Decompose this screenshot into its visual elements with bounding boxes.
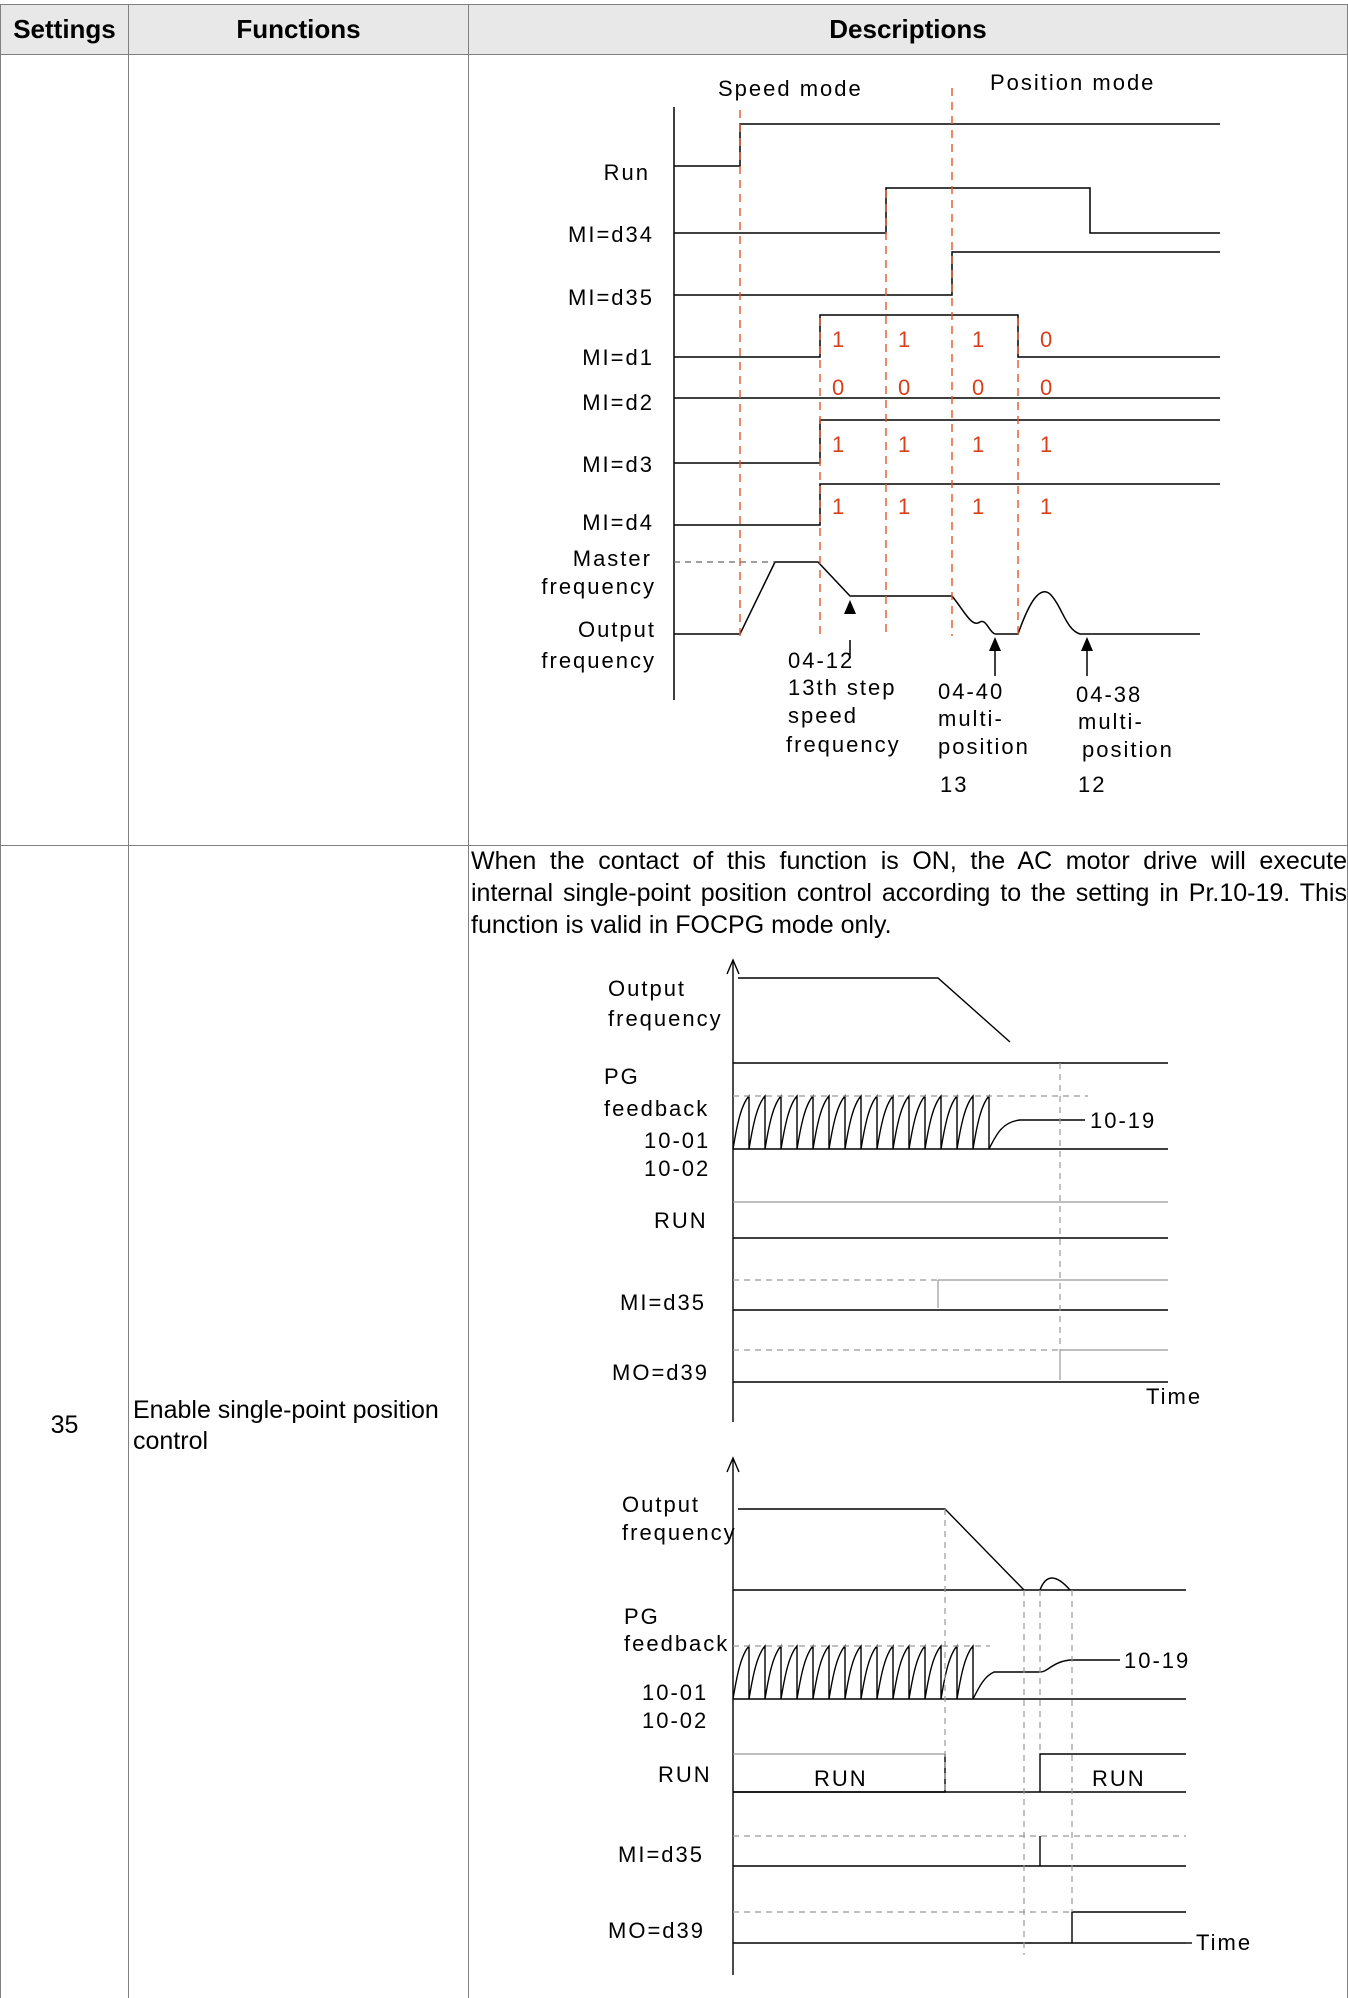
d2-pg-label-4: 10-02 <box>644 1156 710 1181</box>
ann-04-40-line3: position <box>938 734 1030 759</box>
output-frequency-label-1: Output <box>578 617 656 642</box>
bit-d2-2: 0 <box>898 375 910 400</box>
d3-mo-label: MO=d39 <box>608 1918 705 1943</box>
bit-d3-4: 1 <box>1040 432 1052 457</box>
d3-run-pulse-b: RUN <box>1092 1766 1146 1791</box>
d3-output-label-1: Output <box>622 1492 700 1517</box>
d2-pg-label-2: feedback <box>604 1096 709 1121</box>
bit-d3-2: 1 <box>898 432 910 457</box>
ann-04-40-line1: 04-40 <box>938 679 1004 704</box>
output-frequency-label-2: frequency <box>541 648 656 673</box>
d2-pg-label-3: 10-01 <box>644 1128 710 1153</box>
d3-pg-label-2: feedback <box>624 1631 729 1656</box>
setting-number: 35 <box>50 1411 79 1439</box>
master-frequency-label-1: Master <box>573 546 652 571</box>
d3-target-label: 10-19 <box>1124 1648 1190 1673</box>
function-name: Enable single-point position control <box>133 1396 439 1455</box>
master-frequency-label-2: frequency <box>541 574 656 599</box>
ann-04-12-line1: 04-12 <box>788 648 854 673</box>
ann-04-40-line4: 13 <box>940 772 968 797</box>
d3-mi-label: MI=d35 <box>618 1842 704 1867</box>
timing-diagram-speed-position: Speed mode Position mode Run MI=d34 MI=d… <box>541 70 1220 797</box>
d3-output-label-2: frequency <box>622 1520 737 1545</box>
bit-d1-4: 0 <box>1040 327 1052 352</box>
d2-time-label: Time <box>1146 1384 1202 1409</box>
bit-d4-1: 1 <box>832 494 844 519</box>
d3-run-pulse-a: RUN <box>814 1766 868 1791</box>
d2-target-label: 10-19 <box>1090 1108 1156 1133</box>
d3-pg-label-1: PG <box>624 1604 660 1629</box>
bit-d2-4: 0 <box>1040 375 1052 400</box>
ann-04-12-line4: frequency <box>786 732 901 757</box>
bit-d3-1: 1 <box>832 432 844 457</box>
signal-d34: MI=d34 <box>568 222 654 247</box>
position-mode-label: Position mode <box>990 70 1155 95</box>
d3-pg-label-4: 10-02 <box>642 1708 708 1733</box>
signal-d1: MI=d1 <box>582 345 654 370</box>
ann-04-38-line3: position <box>1082 737 1174 762</box>
signal-d35: MI=d35 <box>568 285 654 310</box>
d2-mo-label: MO=d39 <box>612 1360 709 1385</box>
bit-d2-3: 0 <box>972 375 984 400</box>
header-settings: Settings <box>0 4 129 55</box>
signal-d4: MI=d4 <box>582 510 654 535</box>
description-text: When the contact of this function is ON,… <box>471 847 1347 939</box>
d3-run-label: RUN <box>658 1762 712 1787</box>
ann-04-12-line3: speed <box>788 703 858 728</box>
signal-d2: MI=d2 <box>582 390 654 415</box>
bit-d4-3: 1 <box>972 494 984 519</box>
bit-d4-4: 1 <box>1040 494 1052 519</box>
signal-d3: MI=d3 <box>582 452 654 477</box>
d3-pg-label-3: 10-01 <box>642 1680 708 1705</box>
ann-04-40-line2: multi- <box>938 706 1004 731</box>
speed-mode-label: Speed mode <box>718 76 863 101</box>
d2-output-label-2: frequency <box>608 1006 723 1031</box>
d2-output-label-1: Output <box>608 976 686 1001</box>
signal-run: Run <box>604 160 650 185</box>
bit-d3-3: 1 <box>972 432 984 457</box>
bit-d1-1: 1 <box>832 327 844 352</box>
ann-04-38-line2: multi- <box>1078 709 1144 734</box>
bit-d1-3: 1 <box>972 327 984 352</box>
d2-run-label: RUN <box>654 1208 708 1233</box>
bit-d4-2: 1 <box>898 494 910 519</box>
d2-mi-label: MI=d35 <box>620 1290 706 1315</box>
d3-time-label: Time <box>1196 1930 1252 1955</box>
d2-pg-label-1: PG <box>604 1064 640 1089</box>
bit-d1-2: 1 <box>898 327 910 352</box>
ann-04-12-line2: 13th step <box>788 675 897 700</box>
bit-d2-1: 0 <box>832 375 844 400</box>
header-descriptions: Descriptions <box>468 4 1348 55</box>
ann-04-38-line4: 12 <box>1078 772 1106 797</box>
ann-04-38-line1: 04-38 <box>1076 682 1142 707</box>
